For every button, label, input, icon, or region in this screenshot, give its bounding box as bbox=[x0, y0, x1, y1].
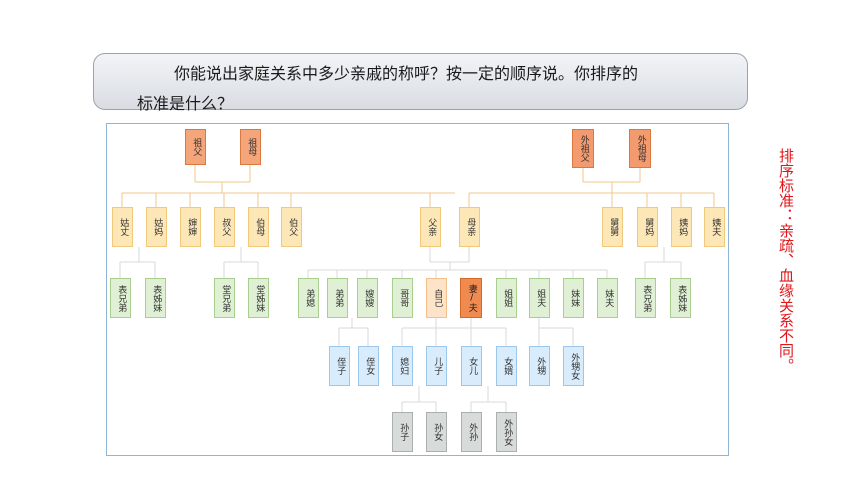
node-tang-jie-mei: 堂姊妹 bbox=[248, 278, 269, 318]
question-line-1: 你能说出家庭关系中多少亲戚的称呼？按一定的顺序说。你排序的 bbox=[174, 64, 639, 83]
node-shen-shen: 婶婶 bbox=[180, 207, 201, 247]
node-spouse: 妻/夫 bbox=[460, 278, 482, 318]
node-di-di: 弟弟 bbox=[327, 278, 348, 318]
node-bo-fu: 伯父 bbox=[281, 207, 302, 247]
node-wai-sun: 外孙 bbox=[461, 412, 482, 452]
node-mei-mei: 妹妹 bbox=[563, 278, 584, 318]
node-mei-fu: 妹夫 bbox=[597, 278, 618, 318]
node-di-xi: 弟媳 bbox=[298, 278, 319, 318]
node-self: 自己 bbox=[426, 278, 447, 318]
node-paternal-grandmother: 祖母 bbox=[240, 129, 261, 165]
node-er-zi: 儿子 bbox=[426, 346, 447, 386]
node-bo-mu: 伯母 bbox=[248, 207, 269, 247]
node-paternal-grandfather: 祖父 bbox=[185, 129, 206, 165]
family-tree-diagram bbox=[106, 123, 729, 456]
node-sun-nv: 孙女 bbox=[426, 412, 447, 452]
node-jiu-jiu: 舅舅 bbox=[602, 207, 623, 247]
node-yi-ma: 姨妈 bbox=[671, 207, 692, 247]
node-maternal-grandfather: 外祖父 bbox=[572, 129, 594, 168]
node-zhi-nv: 侄女 bbox=[358, 346, 379, 386]
node-father: 父亲 bbox=[420, 207, 441, 247]
node-nv-xu: 女婿 bbox=[496, 346, 517, 386]
node-yi-fu: 姨夫 bbox=[704, 207, 725, 247]
node-biao-xiong-di-maternal: 表兄弟 bbox=[635, 278, 656, 318]
node-wai-sun-nv: 外孙女 bbox=[496, 412, 517, 452]
node-maternal-grandmother: 外祖母 bbox=[629, 129, 651, 168]
node-gu-ma: 姑妈 bbox=[146, 207, 167, 247]
node-ge-ge: 哥哥 bbox=[392, 278, 413, 318]
question-line-2: 标准是什么？ bbox=[137, 94, 234, 113]
node-wai-sheng-nv: 外甥女 bbox=[563, 346, 584, 386]
node-sun-zi: 孙子 bbox=[392, 412, 413, 452]
node-zhi-zi: 侄子 bbox=[329, 346, 350, 386]
side-note: 排序标准：亲疏、血缘关系不同。 bbox=[777, 148, 795, 373]
node-gu-zhang: 姑丈 bbox=[112, 207, 133, 247]
node-jie-jie: 姐姐 bbox=[496, 278, 517, 318]
question-panel bbox=[93, 53, 748, 110]
node-sao-sao: 嫂嫂 bbox=[357, 278, 378, 318]
node-jie-fu: 姐夫 bbox=[529, 278, 550, 318]
node-jiu-ma: 舅妈 bbox=[637, 207, 658, 247]
node-nv-er: 女儿 bbox=[461, 346, 482, 386]
node-mother: 母亲 bbox=[459, 207, 480, 247]
node-tang-xiong-di: 堂兄弟 bbox=[214, 278, 235, 318]
node-biao-jie-mei-paternal: 表姊妹 bbox=[145, 278, 166, 318]
node-xi-fu: 媳妇 bbox=[392, 346, 413, 386]
node-biao-xiong-di-paternal: 表兄弟 bbox=[110, 278, 131, 318]
node-biao-jie-mei-maternal: 表姊妹 bbox=[670, 278, 691, 318]
node-wai-sheng: 外甥 bbox=[529, 346, 550, 386]
node-shu-fu: 叔父 bbox=[214, 207, 235, 247]
